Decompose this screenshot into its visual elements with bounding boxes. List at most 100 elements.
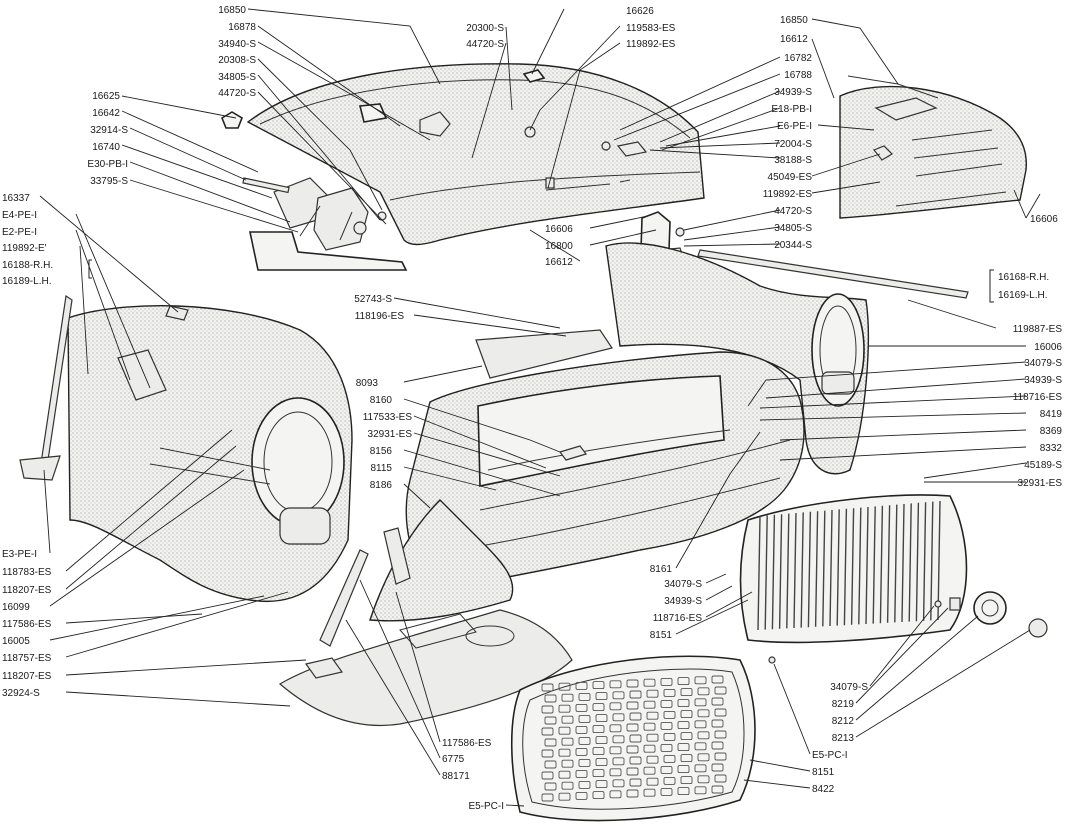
grille-cell (541, 727, 554, 736)
grille-cell (629, 734, 642, 743)
grille-cell (697, 775, 710, 784)
side-strip (697, 249, 969, 299)
grille-cell (694, 742, 707, 751)
grille-bar (850, 508, 855, 625)
grille-cell (558, 704, 571, 713)
label-8151-upper: 8151 (650, 630, 673, 641)
grille-cell (561, 759, 574, 768)
grille-vertical-bars (757, 500, 941, 631)
label-16788: 16788 (784, 70, 812, 81)
grille-cell (578, 692, 591, 701)
grille-bar (786, 513, 790, 629)
label-44720-s-mid: 44720-S (466, 39, 504, 50)
label-34805-s-right: 34805-S (774, 223, 812, 234)
label-34079-s-low: 34079-S (664, 579, 702, 590)
label-45049-es: 45049-ES (768, 172, 813, 183)
grille-cell (629, 756, 642, 765)
grille-bar (901, 503, 905, 623)
grille-cell (595, 736, 608, 745)
badge-parts (768, 591, 1048, 664)
grille-cell (595, 714, 608, 723)
label-20308-s: 20308-S (218, 55, 256, 66)
label-16606-mid: 16606 (545, 224, 573, 235)
label-e30-pb-1: E30-PB-I (87, 159, 128, 170)
grille-bar (879, 505, 884, 624)
grille-cell (561, 715, 574, 724)
grille-cell (544, 760, 557, 769)
front-valance-assembly (405, 329, 805, 591)
label-8422: 8422 (812, 784, 835, 795)
grille-cell (677, 721, 690, 730)
label-8160: 8160 (370, 395, 393, 406)
grille-cell (575, 681, 588, 690)
label-8093: 8093 (356, 378, 379, 389)
grille-cell (575, 791, 588, 800)
grille-cell (612, 779, 625, 788)
grille-cell (697, 709, 710, 718)
grille-cell (558, 792, 571, 801)
label-32931-es-mid: 32931-ES (368, 429, 413, 440)
label-8115: 8115 (370, 463, 392, 474)
grille-cell (575, 725, 588, 734)
grille-cell (612, 757, 625, 766)
grille-bar (836, 509, 840, 626)
grille-bar (843, 508, 848, 626)
upper-grille (739, 494, 968, 644)
label-118716-es-low: 118716-ES (653, 613, 703, 624)
label-16169-lh: 16169-L.H. (998, 290, 1047, 301)
label-32924-s: 32924-S (2, 688, 40, 699)
grille-cell (660, 699, 673, 708)
label-118783-es: 118783-ES (2, 567, 52, 578)
grille-cell (660, 787, 673, 796)
grille-cell (714, 686, 727, 695)
label-88171: 88171 (442, 771, 470, 782)
grille-cell (680, 688, 693, 697)
grille-bar (771, 514, 776, 630)
grille-cell (626, 723, 639, 732)
grille-cell (694, 764, 707, 773)
label-16850-right: 16850 (780, 15, 808, 26)
grille-cell (677, 743, 690, 752)
grille-cell (541, 749, 554, 758)
label-8419: 8419 (1040, 409, 1063, 420)
grille-cell (643, 678, 656, 687)
label-e5-pc-1-right: E5-PC-I (812, 750, 848, 761)
grille-cell (595, 780, 608, 789)
grille-cell (561, 781, 574, 790)
label-braces (88, 259, 994, 303)
label-8219: 8219 (832, 699, 855, 710)
grille-bar (872, 506, 876, 624)
front-apron (319, 499, 514, 647)
grille-cell (609, 680, 622, 689)
label-e3-pe-1: E3-PE-I (2, 549, 37, 560)
grille-cell (544, 738, 557, 747)
label-119887-es: 119887-ES (1013, 324, 1063, 335)
grille-cell (694, 698, 707, 707)
grille-cell (575, 703, 588, 712)
undertray (278, 609, 573, 727)
grille-cell (646, 733, 659, 742)
left-edge-strips (19, 294, 189, 481)
grille-cell (544, 782, 557, 791)
label-119892-e: 119892-E' (2, 243, 47, 254)
grille-cell (629, 712, 642, 721)
label-8151-lower: 8151 (812, 767, 835, 778)
grille-cell (663, 710, 676, 719)
grille-cell (663, 754, 676, 763)
grille-cell (646, 777, 659, 786)
grille-cell (626, 745, 639, 754)
grille-cell (578, 780, 591, 789)
grille-mesh (541, 675, 727, 802)
label-e18-pb-1: E18-PB-I (771, 104, 812, 115)
label-117586-es-bottom: 117586-ES (442, 738, 492, 749)
grille-cell (677, 787, 690, 796)
grille-cell (558, 682, 571, 691)
grille-cell (643, 788, 656, 797)
label-32931-es-right: 32931-ES (1018, 478, 1063, 489)
label-6775: 6775 (442, 754, 465, 765)
grille-bar (778, 514, 783, 629)
grille-cell (592, 725, 605, 734)
grille-cell (714, 752, 727, 761)
grille-cell (711, 719, 724, 728)
